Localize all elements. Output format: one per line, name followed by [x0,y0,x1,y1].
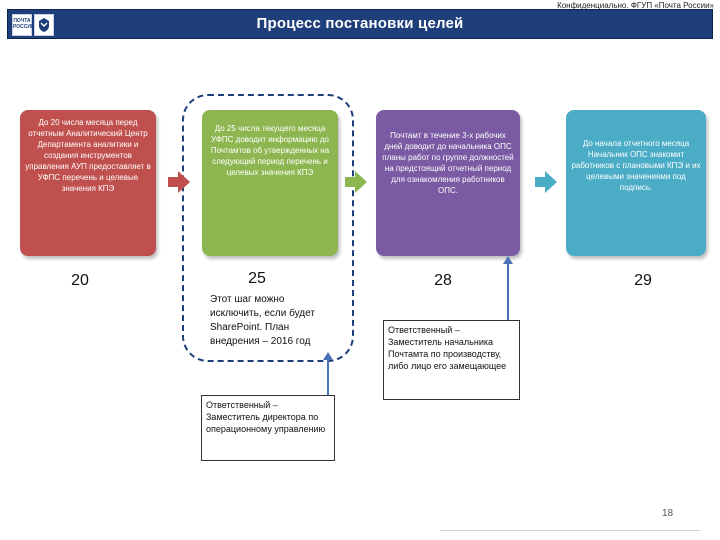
responsible-box-2: Ответственный – Заместитель начальника П… [383,320,520,400]
emblem-icon [34,14,54,36]
logo-text: ПОЧТА РОССИИ [12,14,35,36]
step-box-2: До 25 числа текущего месяца УФПС доводит… [202,110,338,256]
step-day-2: 25 [248,270,266,287]
arrow-right-icon [168,171,190,193]
page-title: Процесс постановки целей [256,15,464,32]
pointer-arrow-2 [503,256,513,322]
dashed-highlight [182,94,354,362]
page-number: 18 [662,508,674,519]
pointer-arrow-1 [323,352,333,398]
step-day-3: 28 [434,272,452,289]
step-box-4: До начала отчетного месяца Начальник ОПС… [566,110,706,256]
confidential-label: Конфиденциально. ФГУП «Почта России» [557,1,714,10]
step-box-3: Почтамт в течение 3-х рабочих дней довод… [376,110,520,256]
step-day-1: 20 [71,272,89,289]
step-day-4: 29 [634,272,652,289]
step-box-1: До 20 числа месяца перед отчетным Аналит… [20,110,156,256]
responsible-box-1: Ответственный – Заместитель директора по… [201,395,335,461]
sharepoint-note: Этот шаг можно исключить, если будет Sha… [210,294,315,347]
arrow-right-icon [535,171,557,193]
logo: ПОЧТА РОССИИ [12,14,56,36]
arrow-right-icon [345,171,367,193]
footer-line [440,530,700,531]
header-bar: ПОЧТА РОССИИ Процесс постановки целей [7,9,713,39]
